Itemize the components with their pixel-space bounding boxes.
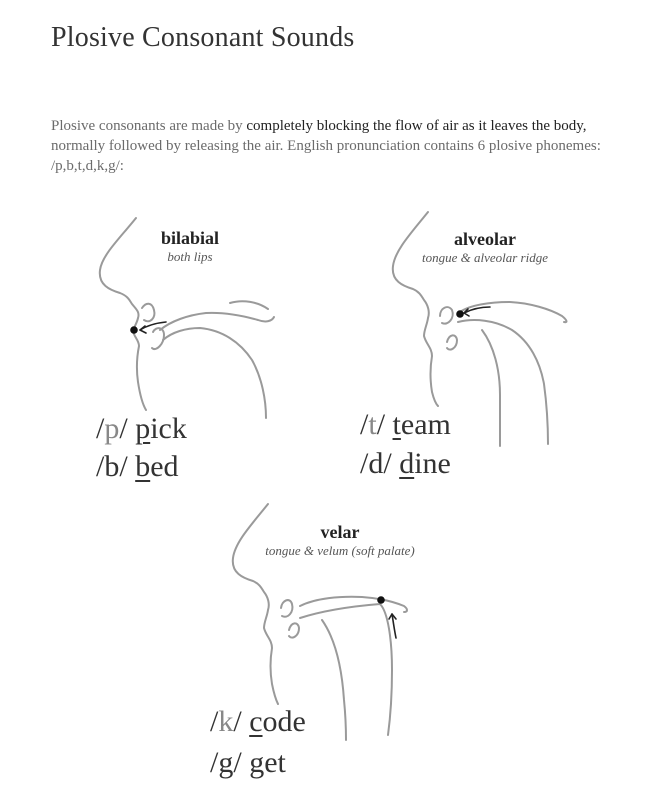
slash: /: [233, 746, 242, 779]
word-first-letter: c: [249, 705, 263, 738]
word-first-letter: t: [392, 408, 401, 441]
slash: /: [383, 447, 392, 480]
alveolar-label: alveolar tongue & alveolar ridge: [395, 228, 575, 266]
word-rest: et: [264, 746, 286, 779]
word-rest: ed: [150, 450, 179, 483]
word-rest: ode: [262, 705, 306, 738]
word-first-letter: g: [249, 746, 265, 779]
phoneme-pair-t: /t/ team: [360, 406, 451, 444]
slash: /: [210, 746, 219, 779]
slash: /: [360, 447, 369, 480]
phoneme-pair-d: /d/ dine: [360, 445, 451, 483]
word-first-letter: p: [135, 412, 151, 445]
velar-subtitle: tongue & velum (soft palate): [265, 543, 415, 558]
slash: /: [233, 705, 242, 738]
slash: /: [376, 408, 386, 441]
phoneme-symbol: k: [218, 705, 234, 738]
page-title: Plosive Consonant Sounds: [51, 22, 355, 53]
intro-emphasis: completely blocking the flow of air as i…: [246, 118, 587, 134]
phoneme-symbol: p: [104, 412, 120, 445]
bilabial-subtitle: both lips: [167, 249, 213, 264]
phoneme-symbol: b: [104, 450, 120, 483]
bilabial-head-diagram: [98, 217, 275, 419]
alveolar-title: alveolar: [454, 229, 516, 249]
velar-label: velar tongue & velum (soft palate): [250, 521, 430, 559]
bilabial-title: bilabial: [160, 228, 220, 248]
alveolar-head-diagram: [391, 211, 568, 447]
slash: /: [360, 408, 369, 441]
slash: /: [96, 450, 105, 483]
slash: /: [119, 412, 128, 445]
phoneme-symbol: t: [368, 408, 377, 441]
intro-paragraph: Plosive consonants are made by completel…: [51, 116, 616, 176]
intro-text-1: Plosive consonants are made by: [51, 118, 247, 134]
slash: /: [119, 450, 128, 483]
phoneme-pair-g: /g/ get: [210, 744, 286, 782]
bilabial-label: bilabial both lips: [100, 227, 280, 265]
phoneme-pair-k: /k/ code: [210, 703, 306, 741]
alveolar-subtitle: tongue & alveolar ridge: [421, 250, 548, 265]
phoneme-pair-b: /b/ bed: [96, 448, 179, 486]
velar-head-diagram: [231, 503, 408, 741]
slash: /: [96, 412, 105, 445]
phoneme-pair-p: /p/ pick: [96, 410, 187, 448]
word-first-letter: b: [135, 450, 151, 483]
velar-title: velar: [320, 522, 360, 542]
word-rest: ine: [414, 447, 451, 480]
slash: /: [210, 705, 219, 738]
word-first-letter: d: [399, 447, 415, 480]
phoneme-symbol: d: [368, 447, 384, 480]
word-rest: eam: [400, 408, 451, 441]
phoneme-symbol: g: [218, 746, 234, 779]
word-rest: ick: [150, 412, 187, 445]
intro-text-2: normally followed by releasing the air. …: [51, 138, 601, 174]
